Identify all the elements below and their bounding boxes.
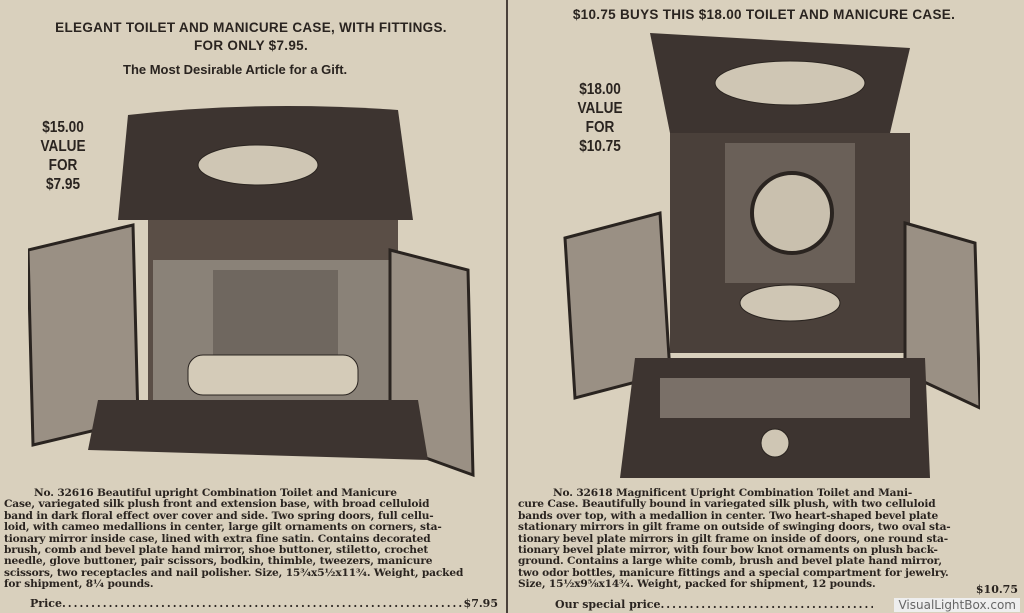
description-line: stationary mirrors in gilt frame on outs… <box>518 522 951 534</box>
description-line: scissors, two receptacles and nail polis… <box>4 567 464 579</box>
description-line: ground. Contains a large white comb, bru… <box>518 556 942 568</box>
value-line: VALUE <box>40 138 86 155</box>
leader-dots: ........................................… <box>660 598 873 611</box>
value-line: $18.00 <box>579 81 621 98</box>
description-line: bands over top, with a medallion in cent… <box>518 510 939 522</box>
description-line: No. 32618 Magnificent Upright Combinatio… <box>553 488 913 499</box>
price-label: Price <box>30 597 62 610</box>
description-line: tionary bevel plate mirrors in gilt fram… <box>518 533 948 545</box>
value-line: $10.75 <box>579 138 621 155</box>
right-heading: $10.75 BUYS THIS $18.00 TOILET AND MANIC… <box>572 7 956 22</box>
description-line: Size, 15½x9⅝x14¾. Weight, packed for shi… <box>518 579 876 591</box>
value-line: FOR <box>585 119 615 136</box>
leader-dots: ........................................… <box>61 597 464 610</box>
description-line: No. 32616 Beautiful upright Combination … <box>34 488 397 499</box>
value-line: $15.00 <box>42 119 84 136</box>
watermark: VisualLightBox.com <box>894 598 1020 612</box>
left-value-badge: $15.00 VALUE FOR $7.95 <box>33 118 93 194</box>
description-line: tionary bevel plate mirror, with four bo… <box>518 545 938 557</box>
toilet-case-illustration <box>28 106 475 478</box>
price-value: $10.75 <box>975 583 1018 596</box>
description-line: two odor bottles, manicure fittings and … <box>518 567 949 579</box>
value-line: $7.95 <box>45 176 81 193</box>
right-description: No. 32618 Magnificent Upright Combinatio… <box>518 488 1018 591</box>
left-heading-2: FOR ONLY $7.95. <box>193 38 309 53</box>
description-line: needle, glove buttoner, pair scissors, b… <box>4 556 433 568</box>
description-line: for shipment, 8¼ pounds. <box>4 579 154 591</box>
toilet-case-illustration <box>563 33 980 478</box>
right-price-row: Our special price ......................… <box>555 598 873 611</box>
column-divider <box>506 0 508 613</box>
description-line: loid, with cameo medallions in center, l… <box>4 522 442 534</box>
left-description: No. 32616 Beautiful upright Combination … <box>4 488 498 591</box>
left-subheading: The Most Desirable Article for a Gift. <box>123 62 348 77</box>
product-left: ELEGANT TOILET AND MANICURE CASE, WITH F… <box>0 0 506 613</box>
left-heading-1: ELEGANT TOILET AND MANICURE CASE, WITH F… <box>55 20 447 35</box>
description-line: Case, variegated silk plush front and ex… <box>4 499 430 511</box>
description-line: cure Case. Beautifully bound in variegat… <box>518 499 936 511</box>
left-price-row: Price ..................................… <box>30 597 498 610</box>
description-line: band in dark floral effect over cover an… <box>4 510 434 522</box>
value-line: VALUE <box>577 100 623 117</box>
description-line: brush, comb and bevel plate hand mirror,… <box>4 545 429 557</box>
right-value-badge: $18.00 VALUE FOR $10.75 <box>570 80 630 156</box>
value-line: FOR <box>48 157 78 174</box>
product-right: $10.75 BUYS THIS $18.00 TOILET AND MANIC… <box>510 0 1024 613</box>
price-label: Our special price <box>555 598 661 611</box>
description-line: tionary mirror inside case, lined with e… <box>4 533 431 545</box>
price-value: $7.95 <box>463 597 498 610</box>
